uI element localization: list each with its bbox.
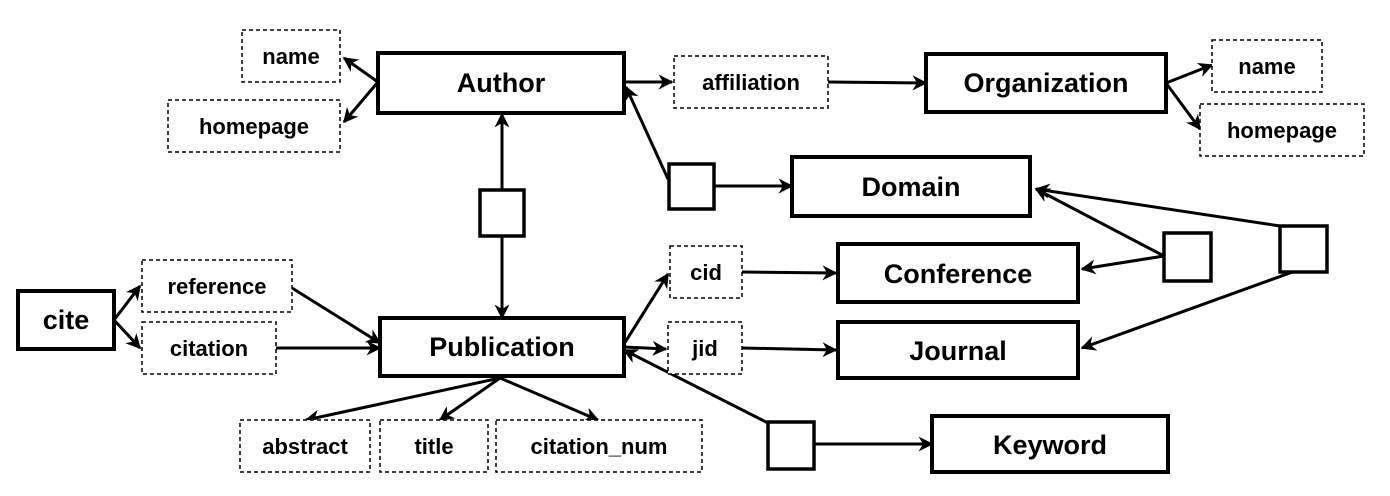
attributes: name homepage affiliation name homepage … <box>141 29 1365 473</box>
attr-abstract: abstract <box>239 419 371 473</box>
edge-journalrel-to-domain <box>1034 183 1281 228</box>
attr-reference-label: reference <box>167 274 266 299</box>
attr-title-label: title <box>414 434 453 459</box>
edge-jid-to-journal <box>741 342 838 358</box>
attr-jid: jid <box>667 321 743 375</box>
attr-author-homepage: homepage <box>167 99 341 153</box>
edge-publication-to-title <box>438 376 501 422</box>
attr-citation-label: citation <box>170 336 248 361</box>
entity-publication: Publication <box>378 316 626 378</box>
entity-journal: Journal <box>836 320 1080 380</box>
edge-cite-to-citation <box>112 318 142 350</box>
attr-reference: reference <box>141 259 293 313</box>
entity-domain: Domain <box>790 155 1032 218</box>
attr-org-homepage: homepage <box>1199 103 1365 157</box>
entity-keyword-label: Keyword <box>993 430 1107 460</box>
edges <box>112 56 1299 452</box>
attr-abstract-label: abstract <box>262 434 348 459</box>
edge-author-to-name <box>342 56 379 84</box>
entity-conference: Conference <box>836 242 1080 304</box>
entities: Author Organization Domain Conference Jo… <box>16 51 1170 474</box>
edge-domainrel-to-author <box>624 85 670 180</box>
attr-cid-label: cid <box>690 260 722 285</box>
entity-domain-label: Domain <box>861 172 960 202</box>
entity-journal-label: Journal <box>909 336 1007 366</box>
journal-domain-relationship <box>1278 224 1329 274</box>
entity-organization-label: Organization <box>963 68 1128 98</box>
edge-author-to-homepage <box>342 81 380 124</box>
edge-publication-to-cid <box>622 272 670 345</box>
attr-cid: cid <box>669 245 743 299</box>
edge-reference-to-publication <box>291 286 382 345</box>
entity-conference-label: Conference <box>884 259 1033 289</box>
entity-cite-label: cite <box>43 305 90 335</box>
attr-author-name: name <box>241 29 341 83</box>
attr-author-name-label: name <box>262 44 319 69</box>
edge-confrel-to-conference <box>1080 254 1165 275</box>
attr-citation-num: citation_num <box>495 419 703 473</box>
edge-cid-to-conference <box>741 265 838 281</box>
entity-author: Author <box>376 51 626 115</box>
entity-keyword: Keyword <box>930 414 1170 474</box>
edge-affiliation-to-organization <box>827 75 928 91</box>
relationships <box>478 162 1329 471</box>
attr-org-name: name <box>1211 39 1323 93</box>
attr-affiliation: affiliation <box>673 55 829 109</box>
entity-author-label: Author <box>457 68 546 98</box>
conference-domain-relationship <box>1162 231 1213 283</box>
edge-publication-to-jid <box>623 340 668 356</box>
author-publication-relationship <box>478 188 526 238</box>
edge-publication-to-citation-num <box>499 376 600 422</box>
entity-organization: Organization <box>924 52 1168 114</box>
entity-cite: cite <box>16 289 116 351</box>
attr-jid-label: jid <box>691 336 718 361</box>
attr-affiliation-label: affiliation <box>702 70 800 95</box>
author-domain-relationship <box>667 162 716 211</box>
attr-org-name-label: name <box>1238 54 1295 79</box>
edge-publication-to-abstract <box>304 376 501 425</box>
attr-title: title <box>379 419 489 473</box>
edge-organization-to-homepage <box>1164 82 1202 131</box>
entity-publication-label: Publication <box>429 332 575 362</box>
edge-cite-to-reference <box>112 284 142 321</box>
edge-journalrel-to-journal <box>1080 268 1299 351</box>
edge-keywordrel-to-publication <box>622 348 771 426</box>
attr-citation-num-label: citation_num <box>531 434 668 459</box>
publication-keyword-relationship <box>766 420 816 471</box>
attr-org-homepage-label: homepage <box>1227 118 1337 143</box>
attr-author-homepage-label: homepage <box>199 114 309 139</box>
edge-organization-to-name <box>1165 62 1214 85</box>
attr-citation: citation <box>141 321 277 375</box>
edge-confrel-to-domain <box>1034 187 1165 258</box>
